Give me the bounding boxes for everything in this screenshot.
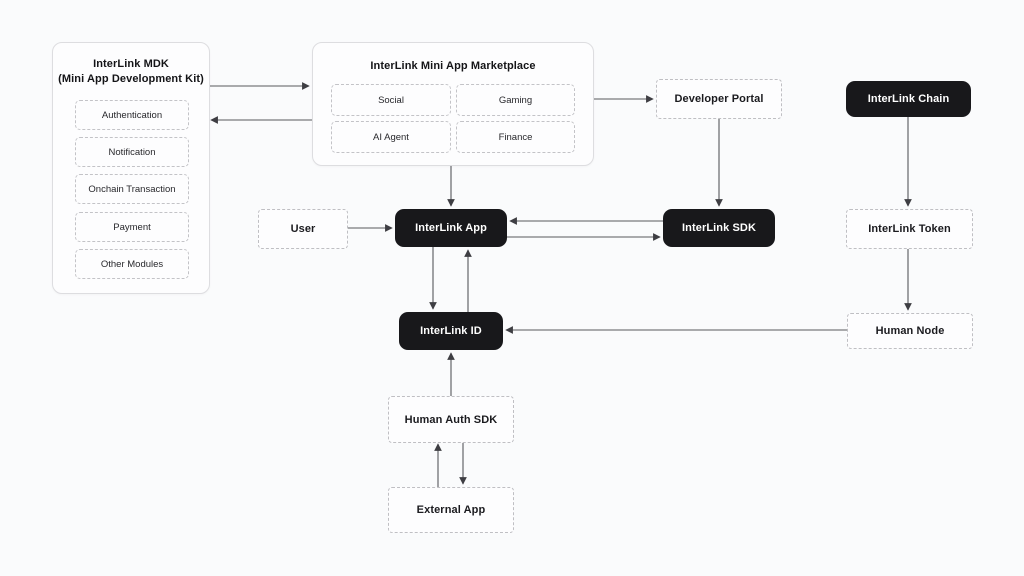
node-developer-portal: Developer Portal <box>656 79 782 119</box>
mdk-module-onchain-transaction: Onchain Transaction <box>75 174 189 204</box>
node-human-node: Human Node <box>847 313 973 349</box>
marketplace-title: InterLink Mini App Marketplace <box>370 60 536 72</box>
marketplace-container: InterLink Mini App Marketplace Social Ga… <box>312 42 594 166</box>
node-interlink-app-label: InterLink App <box>415 222 487 234</box>
node-interlink-chain-label: InterLink Chain <box>867 93 950 105</box>
node-interlink-id: InterLink ID <box>399 312 503 350</box>
node-human-node-label: Human Node <box>875 325 945 337</box>
node-interlink-sdk-label: InterLink SDK <box>681 222 757 234</box>
marketplace-category-finance: Finance <box>456 121 575 153</box>
mdk-module-notification: Notification <box>75 137 189 167</box>
mdk-module-payment: Payment <box>75 212 189 242</box>
node-interlink-app: InterLink App <box>395 209 507 247</box>
node-human-auth-sdk: Human Auth SDK <box>388 396 514 443</box>
node-human-auth-sdk-label: Human Auth SDK <box>404 413 498 426</box>
marketplace-category-ai-agent: AI Agent <box>331 121 451 153</box>
node-interlink-sdk: InterLink SDK <box>663 209 775 247</box>
node-external-app-label: External App <box>416 504 486 516</box>
mdk-title: InterLink MDK (Mini App Development Kit) <box>53 43 209 86</box>
node-external-app: External App <box>388 487 514 533</box>
marketplace-category-social: Social <box>331 84 451 116</box>
mdk-container: InterLink MDK (Mini App Development Kit)… <box>52 42 210 294</box>
node-interlink-token: InterLink Token <box>846 209 973 249</box>
mdk-module-authentication: Authentication <box>75 100 189 130</box>
mdk-title-line1: InterLink MDK <box>93 58 169 70</box>
marketplace-category-gaming: Gaming <box>456 84 575 116</box>
node-interlink-id-label: InterLink ID <box>420 325 482 337</box>
node-interlink-token-label: InterLink Token <box>868 223 951 235</box>
node-developer-portal-label: Developer Portal <box>674 93 764 105</box>
node-user-label: User <box>290 223 316 235</box>
mdk-module-other-modules: Other Modules <box>75 249 189 279</box>
node-user: User <box>258 209 348 249</box>
mdk-title-line2: (Mini App Development Kit) <box>58 72 204 85</box>
node-interlink-chain: InterLink Chain <box>846 81 971 117</box>
